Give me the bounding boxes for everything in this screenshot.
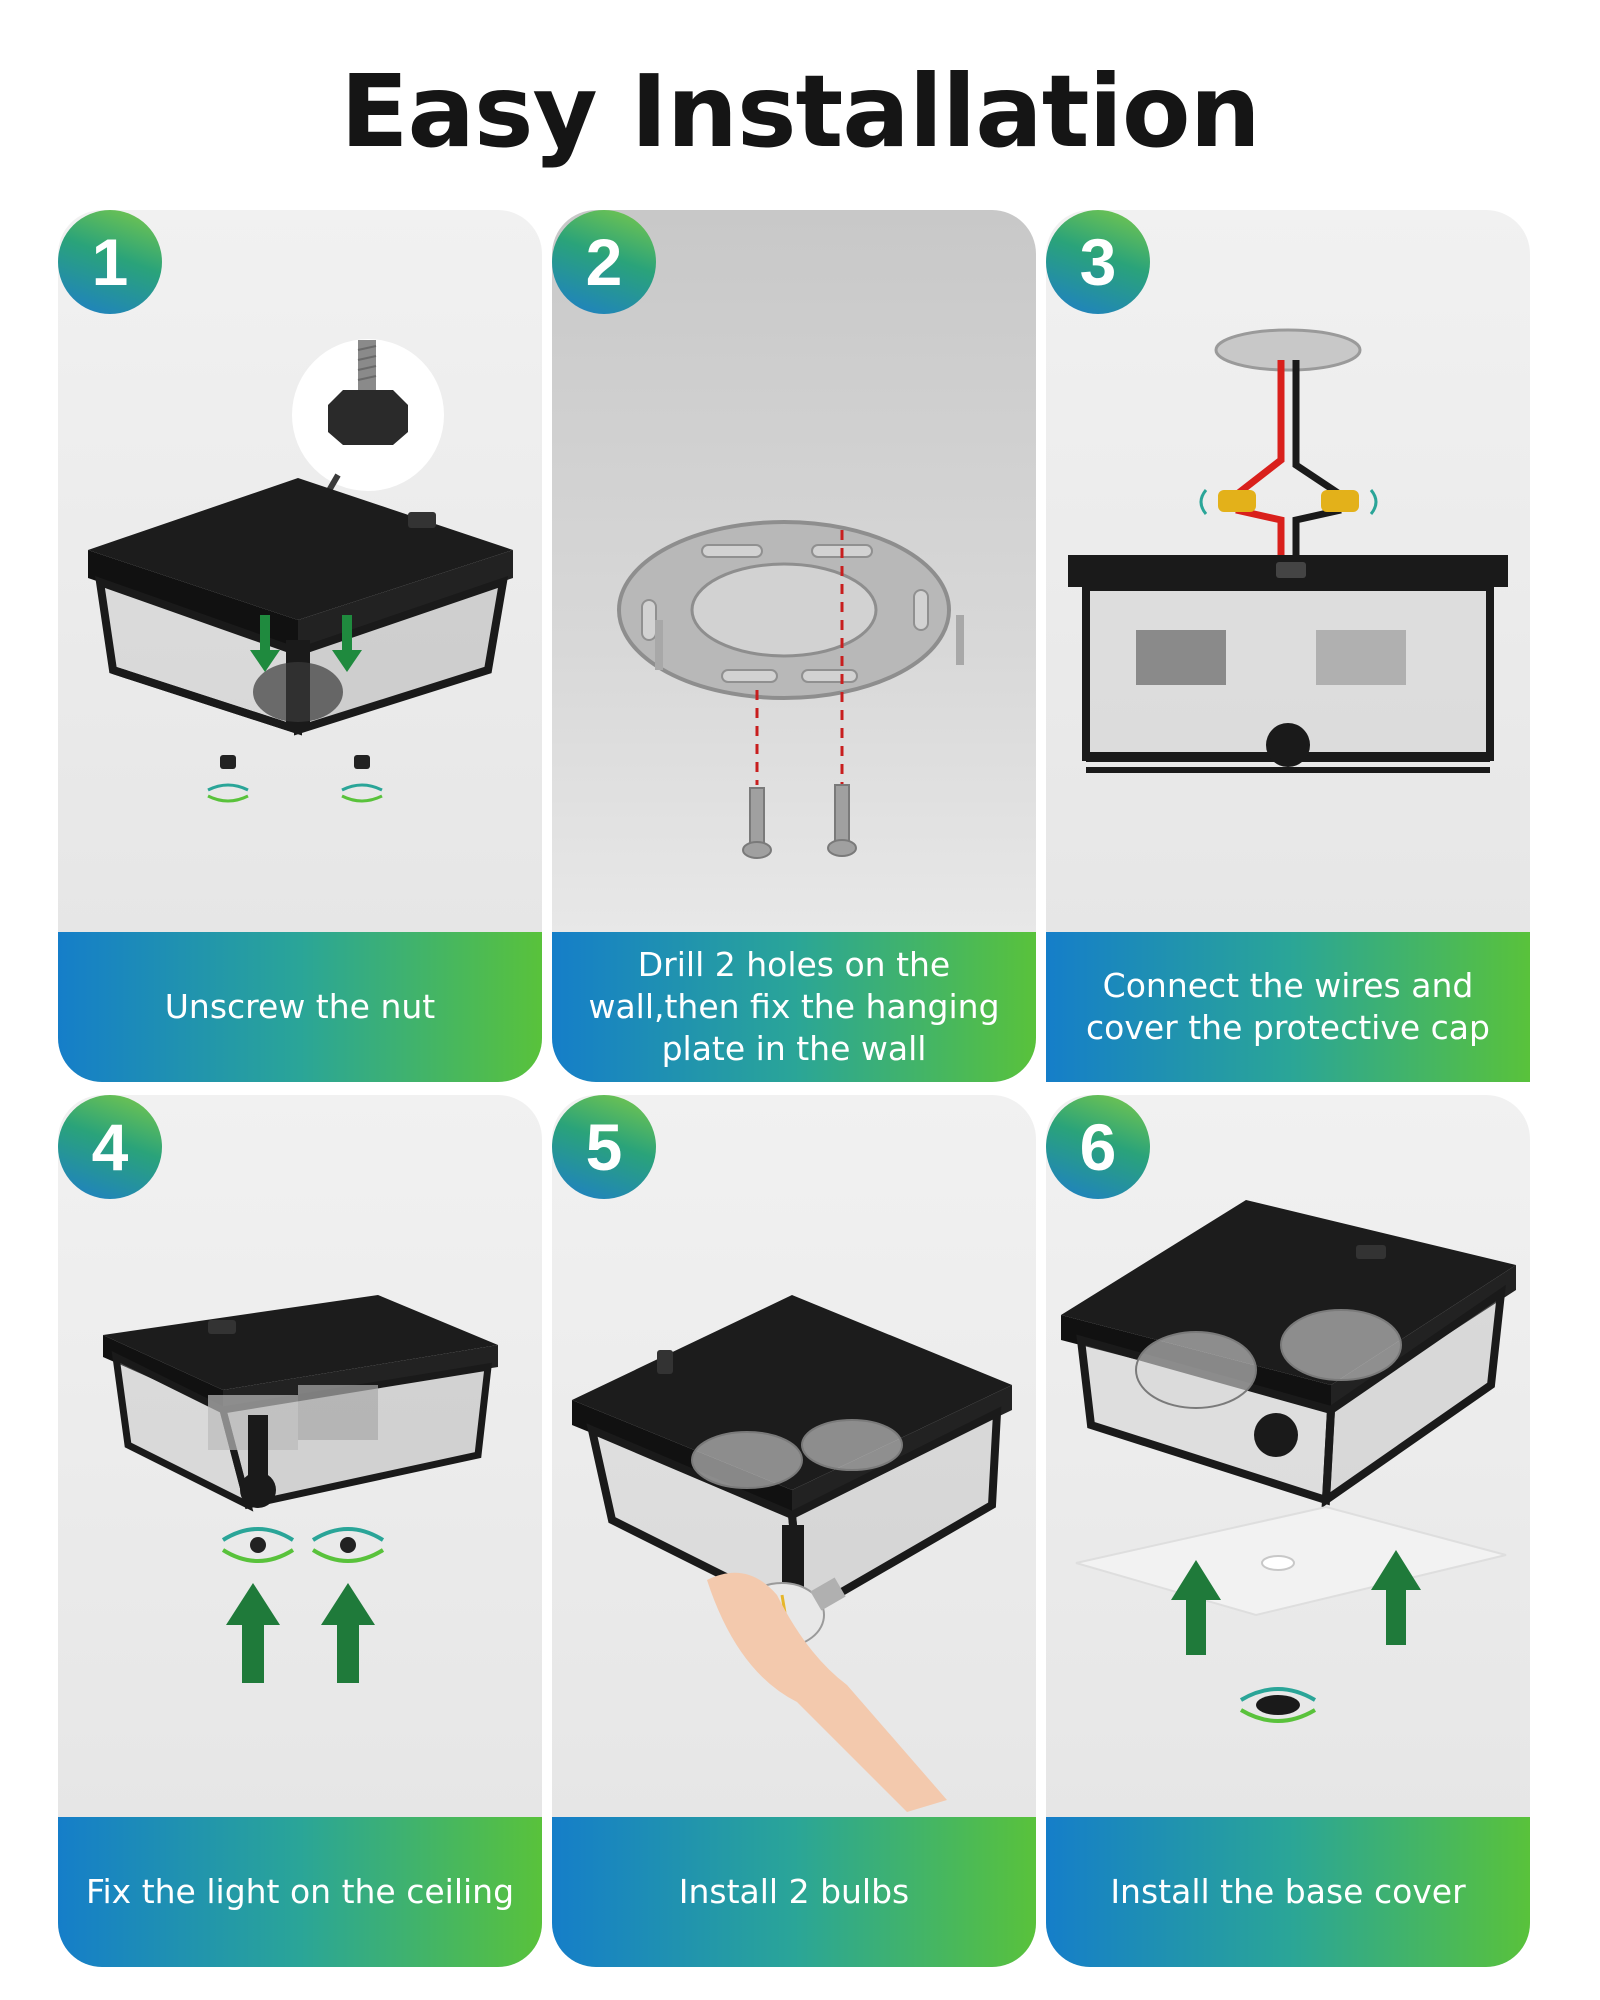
nut-icon	[328, 390, 408, 445]
ceiling-light-fixture	[1068, 555, 1508, 773]
ceiling-light-fixture	[572, 1295, 1012, 1622]
step-caption: Install the base cover	[1046, 1817, 1530, 1967]
rotate-nut-icon	[221, 1527, 385, 1563]
step-caption: Connect the wires and cover the protecti…	[1046, 932, 1530, 1082]
wires-icon	[1199, 360, 1378, 555]
step-number-badge: 4	[58, 1095, 162, 1199]
step-card-6: 6 Install the base cover	[1046, 1095, 1530, 1967]
step-caption: Install 2 bulbs	[552, 1817, 1036, 1967]
step-6-illustration	[1046, 1095, 1530, 1817]
screw-icon	[742, 784, 857, 859]
hand-with-bulb-icon	[707, 1572, 947, 1812]
step-caption: Unscrew the nut	[58, 932, 542, 1082]
step-card-4: 4 Fix the light on the ceiling	[58, 1095, 542, 1967]
rotate-nut-icon	[207, 755, 383, 803]
step-number-badge: 1	[58, 210, 162, 314]
hanging-plate-icon	[617, 520, 964, 700]
page-title: Easy Installation	[340, 53, 1261, 170]
step-3-illustration	[1046, 210, 1530, 932]
step-number-badge: 6	[1046, 1095, 1150, 1199]
down-arrows-icon	[250, 615, 362, 672]
step-card-5: 5 Install 2 bulbs	[552, 1095, 1036, 1967]
step-caption: Drill 2 holes on the wall,then fix the h…	[552, 932, 1036, 1082]
bulb-icon	[691, 1431, 803, 1489]
step-caption: Fix the light on the ceiling	[58, 1817, 542, 1967]
step-card-2: 2 Drill 2 holes on the wall,then fix the…	[552, 210, 1036, 1082]
step-number-badge: 2	[552, 210, 656, 314]
step-4-illustration	[58, 1095, 542, 1817]
step-card-1: 1 Unscrew the nut	[58, 210, 542, 1082]
ceiling-light-fixture	[1061, 1200, 1516, 1508]
mounting-plate-icon	[1214, 328, 1362, 372]
rotate-cap-icon	[1239, 1687, 1317, 1723]
step-1-illustration	[58, 210, 542, 932]
step-number-badge: 3	[1046, 210, 1150, 314]
up-arrows-icon	[226, 1583, 375, 1683]
step-2-illustration	[552, 210, 1036, 932]
step-card-3: 3 Connect the wires and cover the protec…	[1046, 210, 1530, 1082]
up-arrows-icon	[1171, 1550, 1421, 1655]
step-number-badge: 5	[552, 1095, 656, 1199]
bulb-icon	[1135, 1331, 1257, 1409]
step-5-illustration	[552, 1095, 1036, 1817]
ceiling-light-fixture	[88, 478, 513, 736]
ceiling-light-fixture	[103, 1295, 498, 1512]
